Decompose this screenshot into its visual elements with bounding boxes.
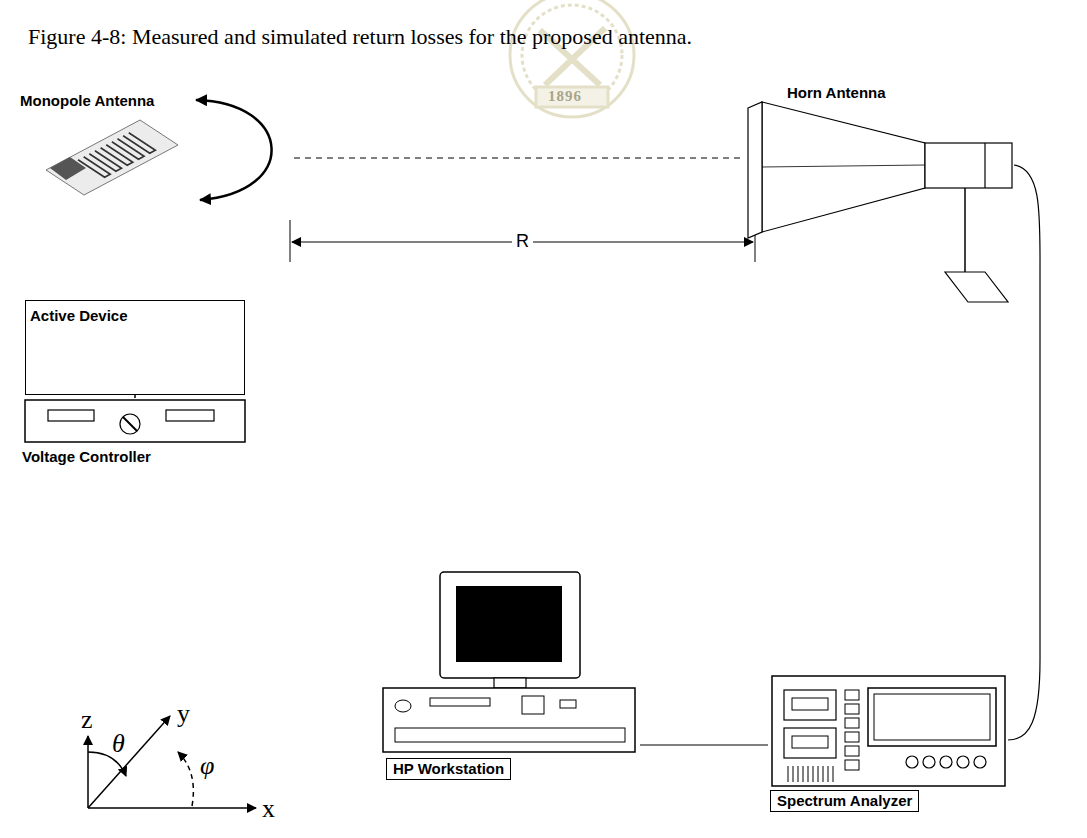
node-label: Active Device xyxy=(30,307,128,325)
node-label: HP Workstation xyxy=(386,758,511,780)
watermark-text: 1896 xyxy=(548,88,582,105)
node-label: Horn Antenna xyxy=(787,84,886,102)
axis-label: z xyxy=(81,706,93,734)
connector xyxy=(1008,165,1040,740)
horn-antenna: Horn Antenna xyxy=(740,78,1014,308)
angle-label: φ xyxy=(200,752,214,780)
watermark-seal xyxy=(510,0,634,117)
node-label: Spectrum Analyzer xyxy=(770,790,919,812)
monopole-antenna: Monopole Antenna xyxy=(18,86,294,208)
horn-antenna-drawing xyxy=(740,78,1014,308)
axis-label: x xyxy=(262,795,275,823)
node-label: Monopole Antenna xyxy=(20,92,154,110)
active-device-box: Active Device xyxy=(25,300,245,395)
connector xyxy=(294,157,740,158)
axis-label: y xyxy=(177,700,190,728)
angle-label: θ xyxy=(112,730,125,758)
distance-label: R xyxy=(512,231,533,252)
figure-caption: Figure 4-8: Measured and simulated retur… xyxy=(28,24,692,50)
connector xyxy=(640,744,768,745)
node-label: Voltage Controller xyxy=(22,448,151,466)
coordinate-axes xyxy=(88,716,256,808)
voltage-controller: Voltage Controller xyxy=(22,398,248,470)
distance-dimension xyxy=(290,220,755,262)
spectrum-analyzer: Spectrum Analyzer xyxy=(768,672,1008,822)
hp-workstation: HP Workstation xyxy=(380,568,640,794)
